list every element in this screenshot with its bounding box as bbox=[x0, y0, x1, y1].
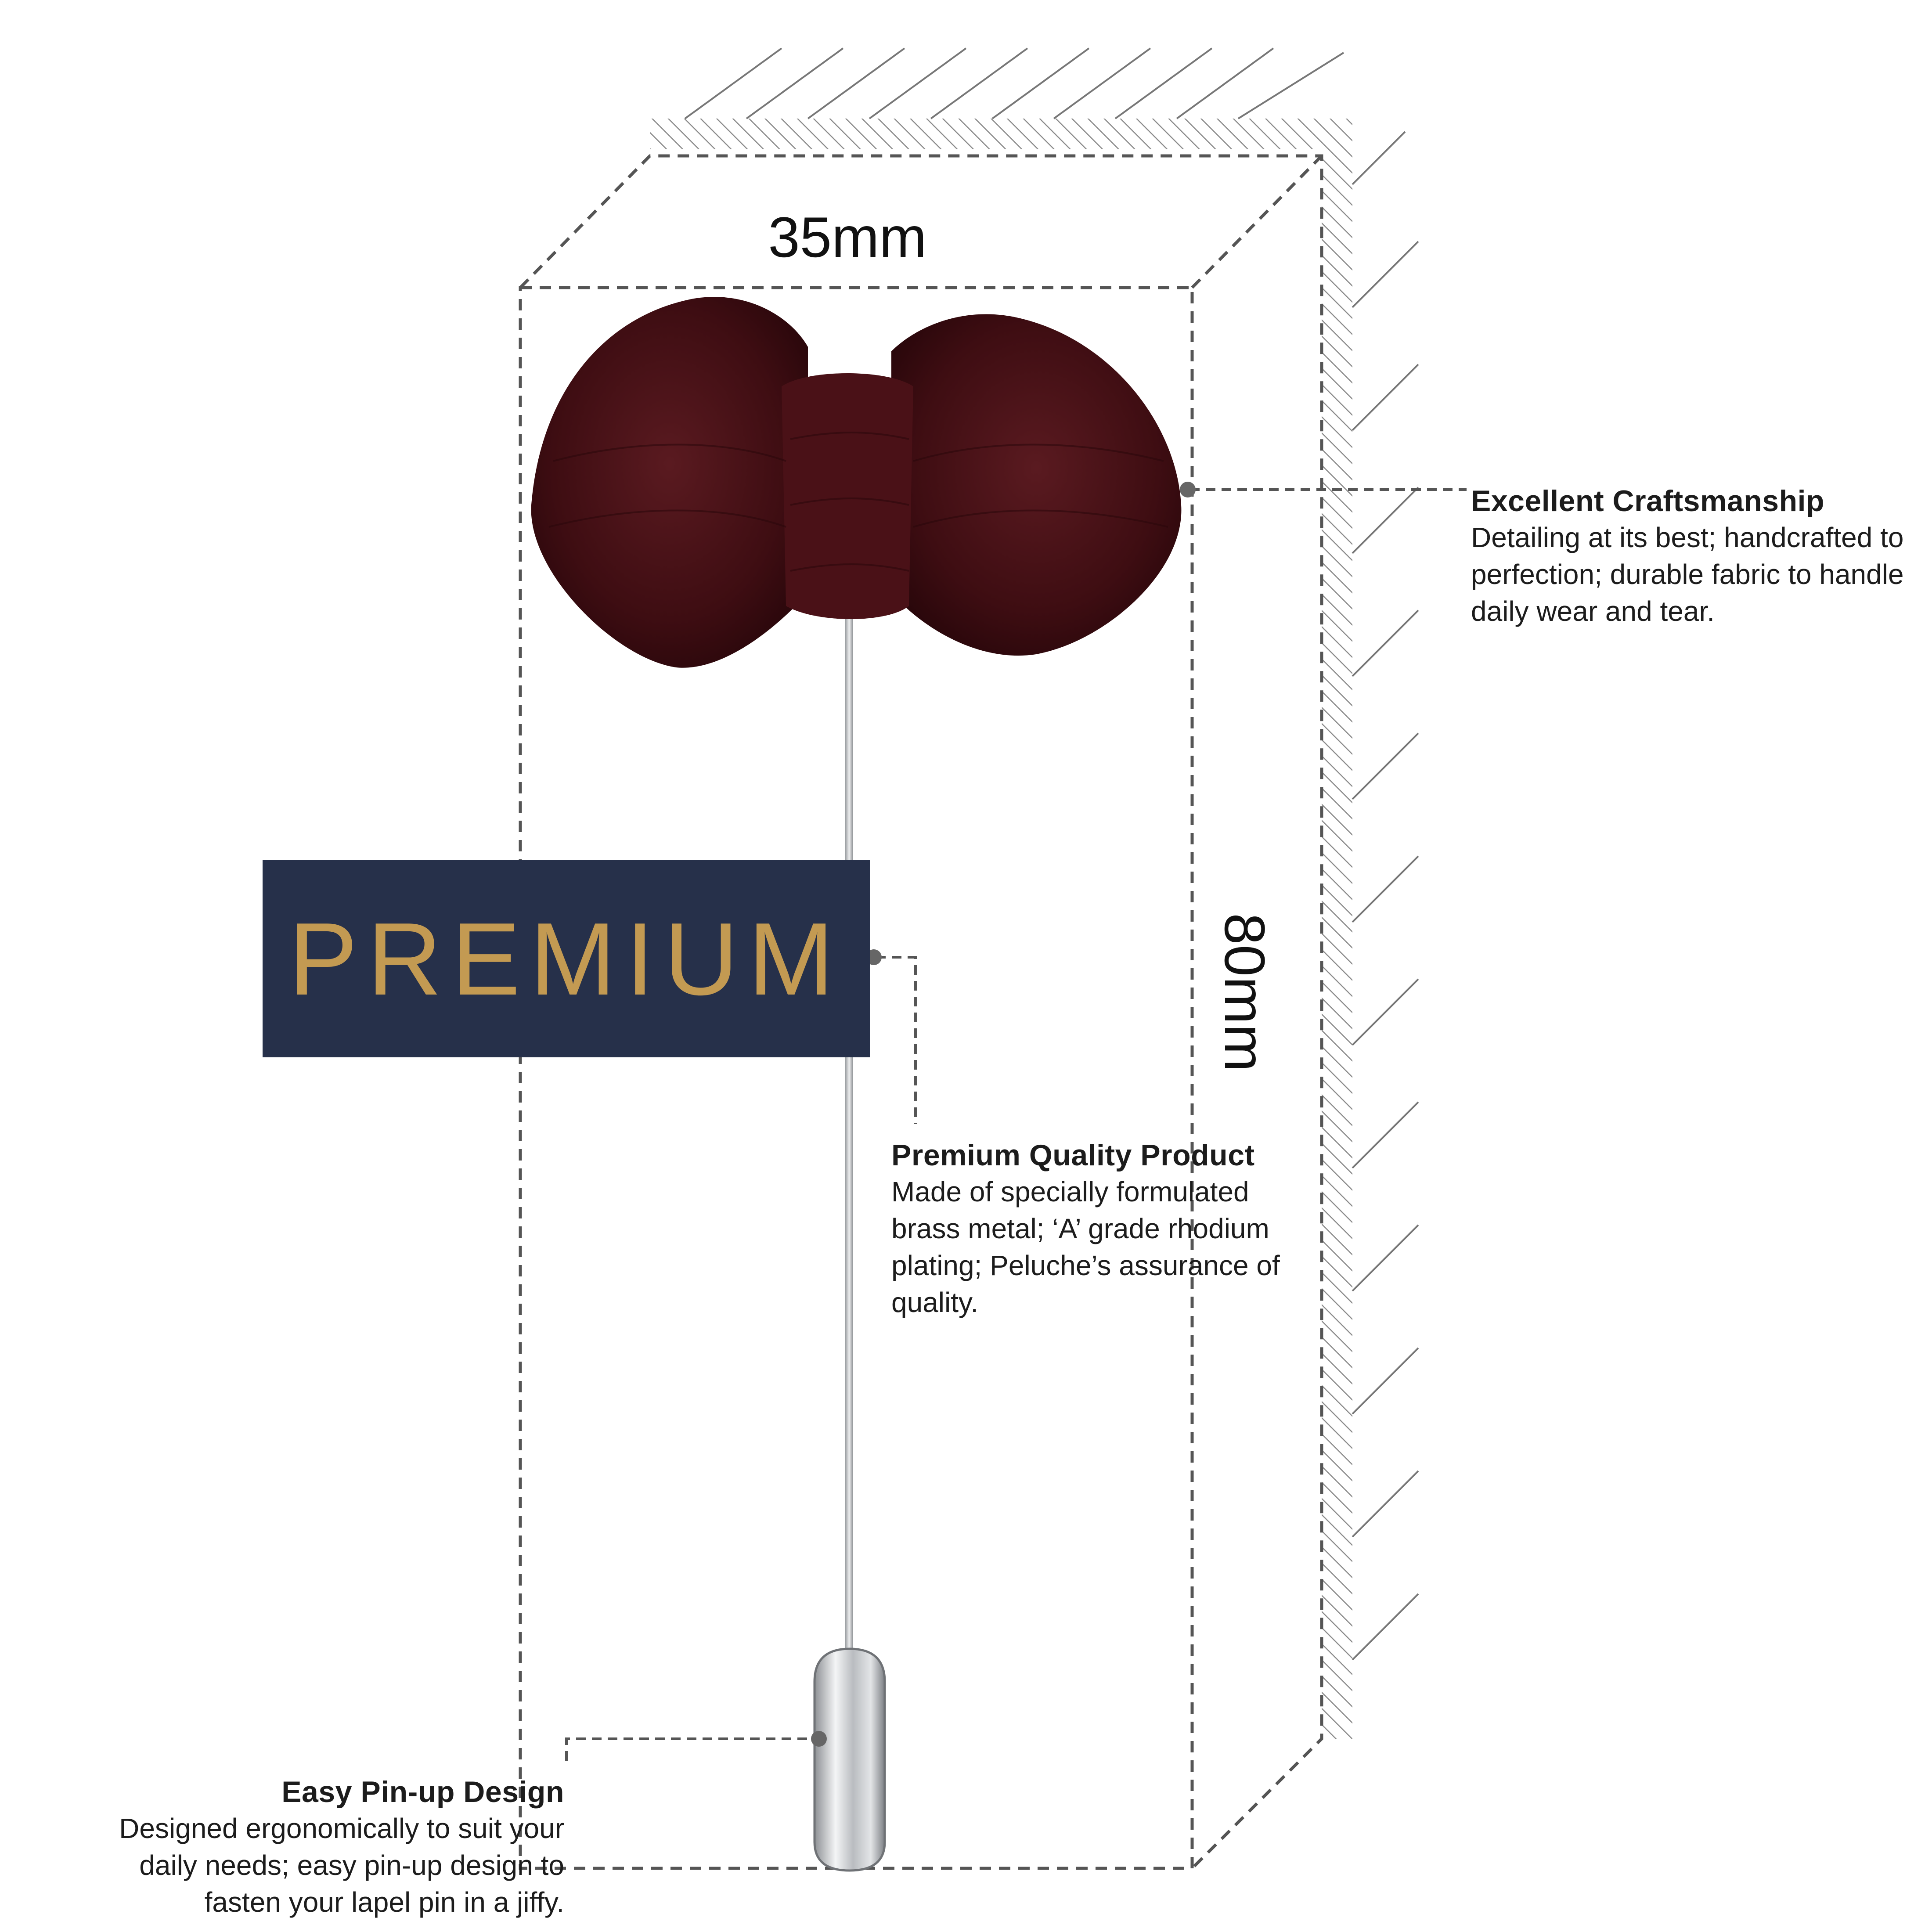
callout-connectors bbox=[565, 488, 1467, 1761]
width-dimension-label: 35mm bbox=[768, 205, 926, 269]
pin-shaft bbox=[845, 580, 853, 1669]
feature-description: Made of specially formulated brass metal… bbox=[891, 1176, 1280, 1318]
premium-tag: PREMIUM bbox=[263, 860, 870, 1057]
feature-craftsmanship: Excellent Craftsmanship Detailing at its… bbox=[1471, 483, 1910, 630]
feature-description: Detailing at its best; handcrafted to pe… bbox=[1471, 522, 1904, 627]
height-dimension-label: 80mm bbox=[1213, 913, 1277, 1071]
feature-title: Easy Pin-up Design bbox=[281, 1775, 564, 1809]
hatched-background-box bbox=[650, 47, 1419, 1739]
feature-description: Designed ergonomically to suit your dail… bbox=[119, 1813, 564, 1918]
feature-title: Premium Quality Product bbox=[891, 1139, 1255, 1172]
bow-tie-fabric bbox=[531, 297, 1182, 668]
dimension-box bbox=[519, 154, 1323, 1870]
feature-title: Excellent Craftsmanship bbox=[1471, 484, 1825, 518]
feature-pin-up-design: Easy Pin-up Design Designed ergonomicall… bbox=[105, 1774, 564, 1921]
callout-dots bbox=[811, 482, 1196, 1747]
pin-clutch bbox=[813, 1647, 886, 1872]
feature-quality: Premium Quality Product Made of speciall… bbox=[891, 1137, 1322, 1321]
premium-tag-label: PREMIUM bbox=[288, 901, 844, 1016]
